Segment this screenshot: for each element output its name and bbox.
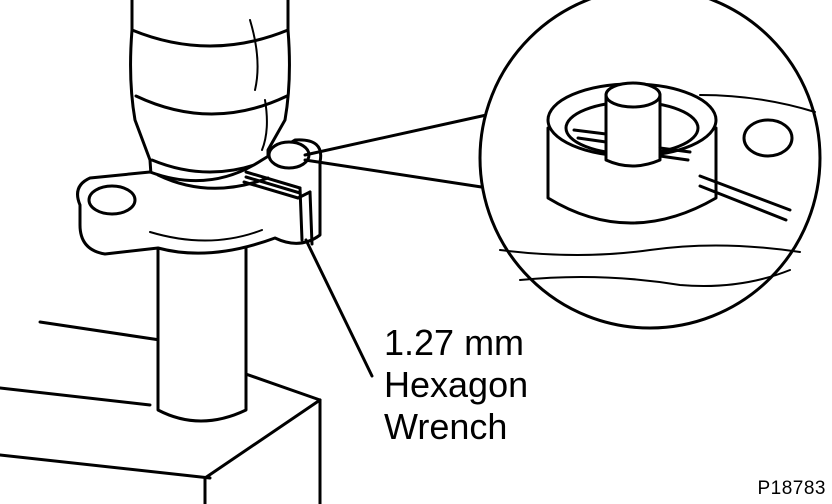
magnified-detail [478,0,822,330]
wrench-callout-label: 1.27 mm Hexagon Wrench [384,322,528,448]
callout-line-size: 1.27 mm [384,322,525,363]
magnifier-pointer [303,110,502,190]
injector-lower-shaft [156,240,248,423]
hexagon-wrench [242,170,314,246]
work-block [0,320,322,504]
callout-line-tool: Wrench [384,406,508,447]
callout-line-type: Hexagon [384,364,529,405]
figure-id: P18783 [757,478,826,499]
injector-flange [76,138,323,256]
leader-line [304,238,374,378]
injector-body [129,0,291,192]
